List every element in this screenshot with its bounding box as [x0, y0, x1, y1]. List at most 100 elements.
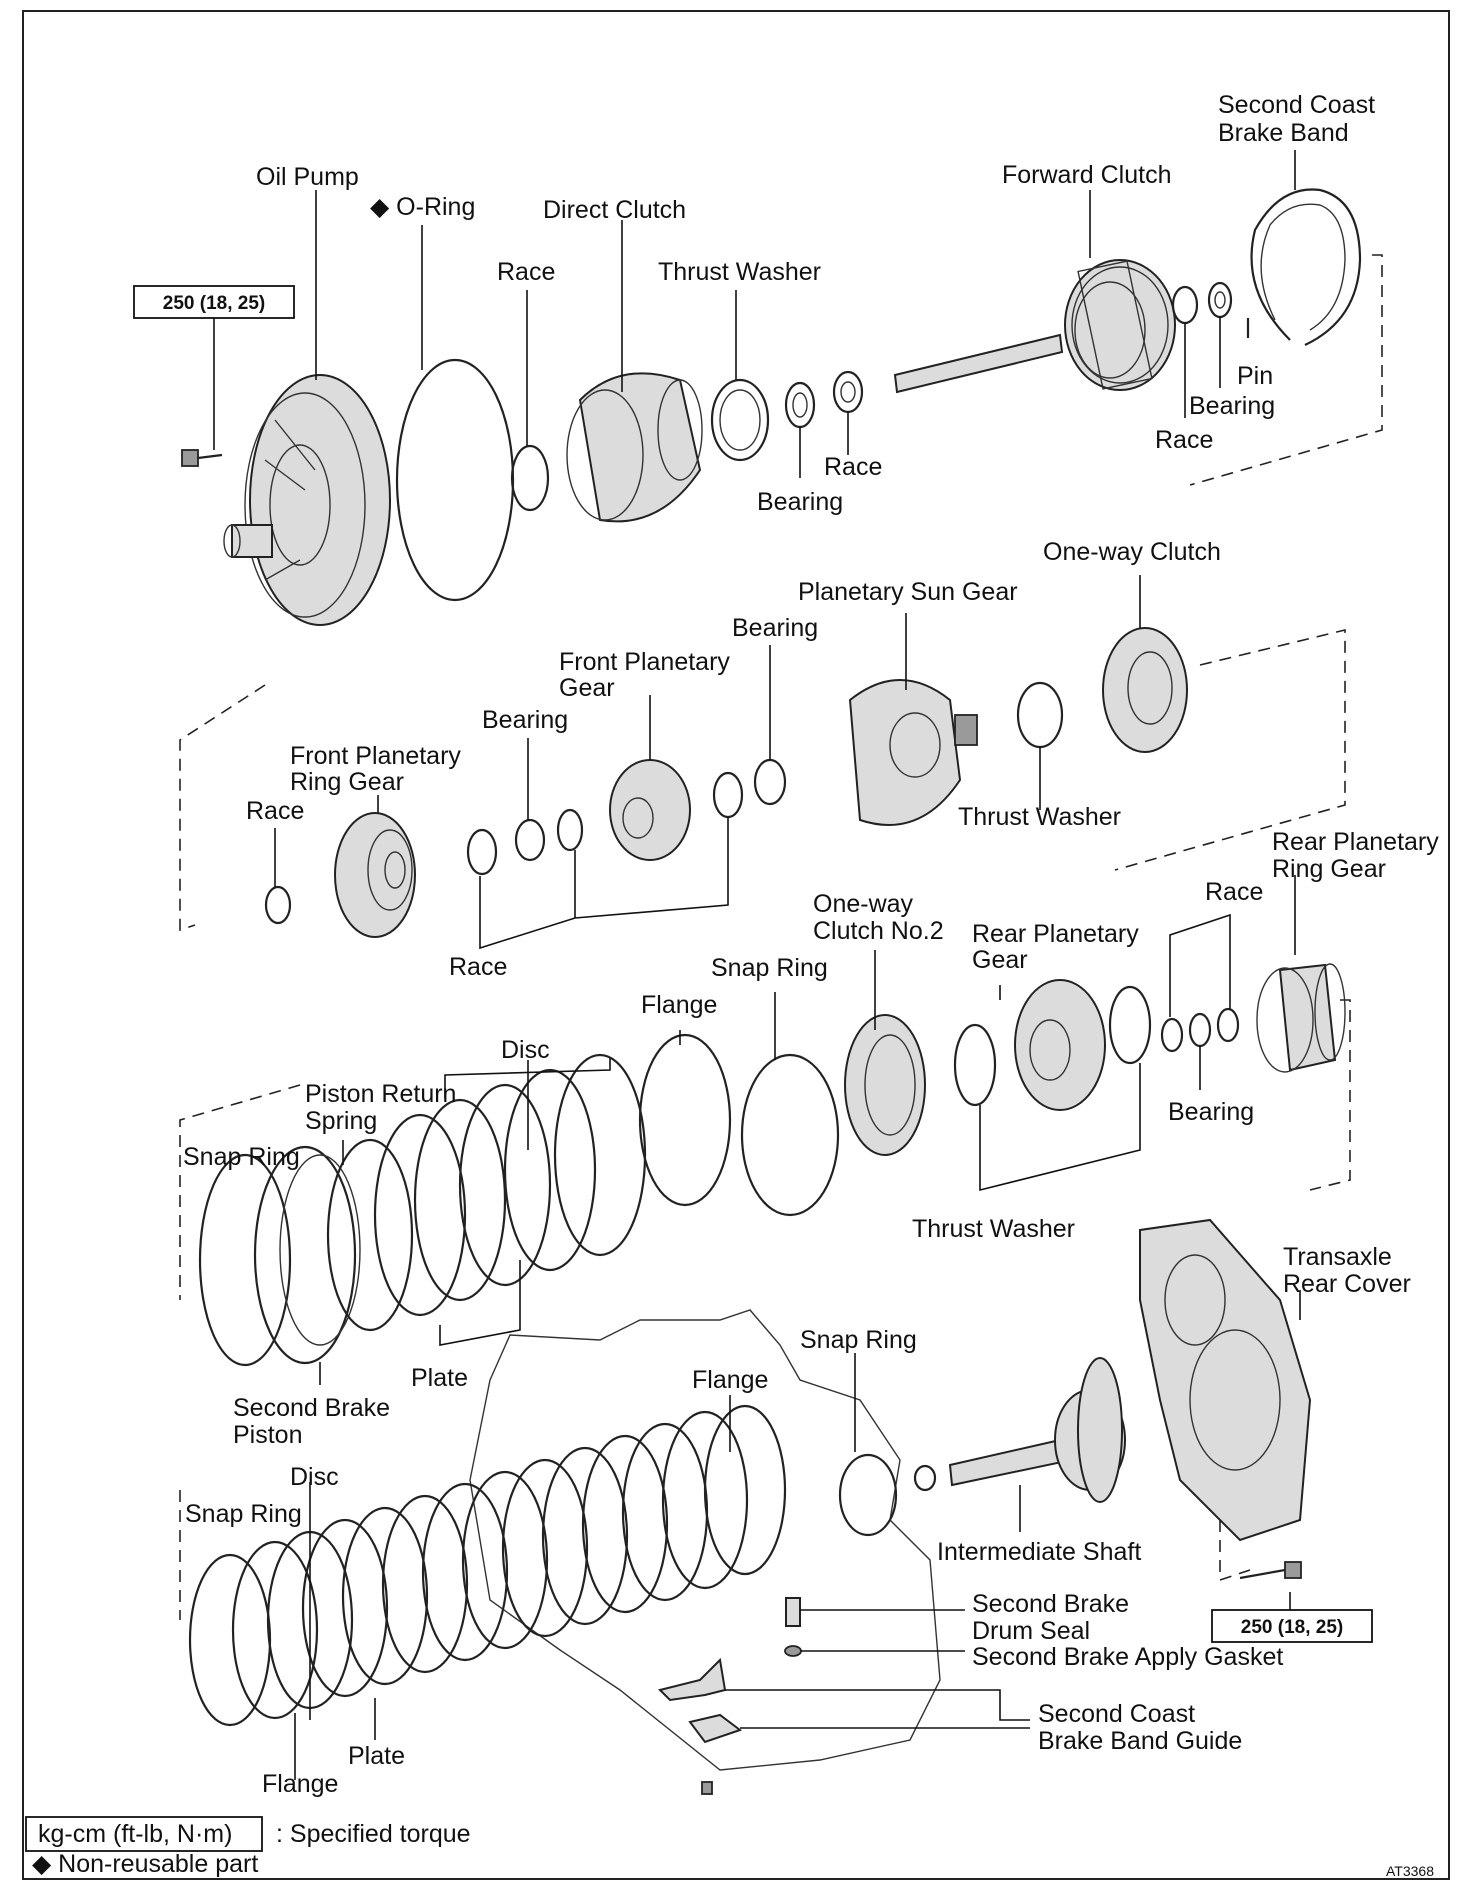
bearing-2: [1207, 281, 1233, 319]
bearing-3: [514, 818, 546, 862]
race-4: [264, 885, 292, 925]
label-race-r1: Race: [497, 258, 555, 286]
label-thrust-washer-r3: Thrust Washer: [912, 1215, 1075, 1243]
oil-pump-bolt: [181, 449, 223, 467]
race-7: [712, 771, 744, 819]
label-intermediate-shaft: Intermediate Shaft: [937, 1538, 1141, 1566]
legend-unit-desc: : Specified torque: [276, 1820, 471, 1848]
label-bearing-r2a: Bearing: [732, 614, 818, 642]
label-bearing-r3: Bearing: [1168, 1098, 1254, 1126]
label-race-r2a: Race: [246, 797, 304, 825]
label-one-way-clutch-no2-2: Clutch No.2: [813, 917, 944, 945]
snap-ring-3: [188, 1553, 272, 1727]
label-second-brake-piston-1: Second Brake: [233, 1394, 390, 1422]
second-brake-piston: [253, 1145, 357, 1365]
label-transaxle-rear-cover-2: Rear Cover: [1283, 1270, 1411, 1298]
label-second-coast-brake-band-2: Brake Band: [1218, 119, 1349, 147]
label-snap-ring-r4b: Snap Ring: [185, 1500, 302, 1528]
label-snap-ring-r4a: Snap Ring: [800, 1326, 917, 1354]
thrust-washer-1: [710, 378, 770, 462]
piston-return-spring: [326, 1138, 414, 1332]
clutch-pack-1: [373, 1053, 647, 1317]
race-10: [913, 1464, 937, 1492]
rear-cover-bolt: [1239, 1561, 1302, 1580]
label-front-planetary-gear-2: Gear: [559, 674, 615, 702]
planetary-sun-gear: [848, 679, 978, 826]
label-direct-clutch: Direct Clutch: [543, 196, 686, 224]
row2-dash-right: [1114, 628, 1346, 871]
label-second-brake-drum-seal-1: Second Brake: [972, 1590, 1129, 1618]
label-rear-planetary-gear-1: Rear Planetary: [972, 920, 1139, 948]
snap-ring-1: [198, 1153, 292, 1367]
legend-unit-box: kg-cm (ft-lb, N·m): [38, 1820, 232, 1848]
race-1: [510, 444, 550, 512]
second-brake-drum-seal: [785, 1597, 801, 1627]
race-8: [1160, 1017, 1184, 1053]
label-second-coast-brake-band-guide-1: Second Coast: [1038, 1700, 1195, 1728]
label-plate-r4: Plate: [348, 1742, 405, 1770]
bearing-1: [784, 381, 816, 429]
label-rear-planetary-ring-gear-1: Rear Planetary: [1272, 828, 1439, 856]
label-one-way-clutch: One-way Clutch: [1043, 538, 1221, 566]
label-forward-clutch: Forward Clutch: [1002, 161, 1172, 189]
label-piston-return-spring-1: Piston Return: [305, 1080, 456, 1108]
label-bearing-r1: Bearing: [757, 488, 843, 516]
second-coast-brake-band: [1250, 188, 1362, 346]
label-rear-planetary-gear-2: Gear: [972, 946, 1028, 974]
race-5: [466, 828, 498, 876]
row3-parts: [179, 963, 1351, 1367]
thrust-washer-2: [1016, 681, 1064, 749]
label-pin: Pin: [1237, 362, 1273, 390]
snap-ring-2: [740, 1053, 840, 1217]
label-second-coast-brake-band-1: Second Coast: [1218, 91, 1375, 119]
label-race-r2b: Race: [449, 953, 507, 981]
label-front-planetary-ring-gear-1: Front Planetary: [290, 742, 461, 770]
label-second-coast-brake-band-guide-2: Brake Band Guide: [1038, 1727, 1242, 1755]
figure-code: AT3368: [1386, 1863, 1434, 1879]
row2-parts: [179, 627, 1346, 938]
front-planetary-ring-gear: [334, 812, 416, 938]
transaxle-rear-cover: [1139, 1218, 1312, 1542]
thrust-washer-4: [1108, 985, 1152, 1065]
row4-parts: [179, 1218, 1312, 1795]
o-ring: [395, 358, 515, 602]
row2-dash-left: [179, 684, 266, 932]
race-9: [1216, 1007, 1240, 1043]
label-race-r3: Race: [1205, 878, 1263, 906]
torque-oil-pump-bolt: 250 (18, 25): [163, 293, 265, 314]
clutch-pack-2: [231, 1404, 787, 1720]
race-3: [1171, 285, 1199, 325]
torque-box-oil-pump: 250 (18, 25): [133, 285, 295, 319]
rear-planetary-ring-gear: [1256, 963, 1346, 1073]
label-rear-planetary-ring-gear-2: Ring Gear: [1272, 855, 1386, 883]
label-flange-r3: Flange: [641, 991, 717, 1019]
row3-dash-left: [179, 1084, 301, 1300]
front-planetary-gear: [609, 759, 691, 861]
label-disc-r3: Disc: [501, 1036, 550, 1064]
snap-ring-4: [838, 1453, 898, 1537]
label-second-brake-drum-seal-2: Drum Seal: [972, 1617, 1090, 1645]
label-disc-r4: Disc: [290, 1463, 339, 1491]
legend-nonreusable: ◆ Non-reusable part: [32, 1850, 258, 1878]
brake-band-guide-2: [688, 1713, 743, 1744]
forward-clutch: [893, 259, 1176, 394]
one-way-clutch-no2: [844, 1014, 926, 1156]
direct-clutch: [566, 372, 703, 523]
rear-planetary-gear: [1014, 979, 1106, 1111]
legend: kg-cm (ft-lb, N·m) : Specified torque ◆ …: [25, 1816, 1434, 1879]
label-race-r1b: Race: [824, 453, 882, 481]
intermediate-shaft: [948, 1357, 1126, 1503]
label-thrust-washer-r1: Thrust Washer: [658, 258, 821, 286]
row1-parts: [181, 188, 1383, 626]
second-brake-apply-gasket: [784, 1645, 802, 1657]
label-snap-ring-r3b: Snap Ring: [183, 1143, 300, 1171]
race-6: [556, 808, 584, 852]
race-2: [832, 370, 864, 414]
label-front-planetary-ring-gear-2: Ring Gear: [290, 768, 404, 796]
row1-dash-outline: [1189, 254, 1383, 486]
oil-pump: [223, 374, 391, 626]
one-way-clutch: [1102, 627, 1188, 753]
label-second-brake-piston-2: Piston: [233, 1421, 302, 1449]
flange-1: [638, 1033, 732, 1207]
